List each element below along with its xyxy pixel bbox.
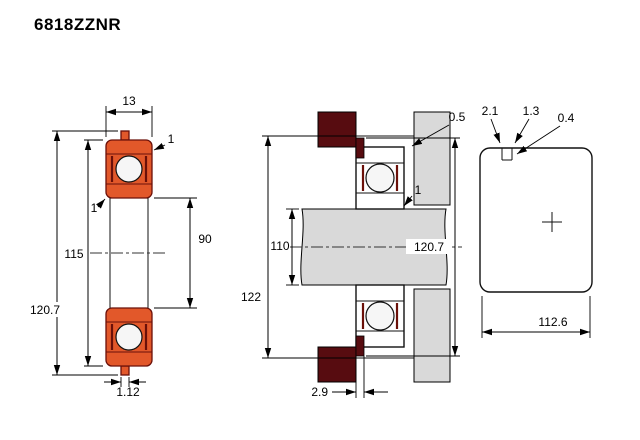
dim-detail-mid-label: 1.3	[523, 104, 540, 118]
dim-groove-diameter-label: 112.6	[538, 315, 567, 329]
dim-shoulder-group: 110	[270, 208, 299, 286]
dim-shoulder-label: 110	[270, 239, 289, 253]
dim-clearance-label: 0.5	[449, 110, 466, 124]
center-crosshair	[542, 212, 562, 232]
bearing-section-top	[355, 146, 405, 210]
dim-outer-diameter-group: 115	[64, 139, 103, 367]
dim-mount-chamfer-group: 1	[403, 183, 422, 207]
dim-chamfer-top-label: 1	[168, 132, 175, 146]
end-cap-bottom	[413, 288, 451, 383]
dim-chamfer-top-group: 1	[153, 132, 175, 151]
ball	[365, 301, 395, 331]
snap-ring-top	[355, 137, 365, 159]
snap-ring-lug-bottom	[120, 365, 130, 376]
dim-clearance-group: 0.5	[411, 110, 466, 147]
dim-mount-chamfer-label: 1	[415, 183, 422, 197]
snap-ring-bottom	[355, 335, 365, 357]
front-view: 13 1	[25, 94, 212, 399]
dim-width-group: 13	[105, 94, 153, 137]
snap-ring-lug-top	[120, 130, 130, 141]
housing-block-top	[317, 111, 357, 148]
ring-outline	[479, 147, 593, 293]
dim-lug-width-label: 1.12	[116, 385, 140, 399]
dim-bore-label: 90	[198, 232, 212, 246]
groove-detail-view: 2.1 1.3 0.4 112.6	[479, 104, 593, 338]
dim-chamfer-side-label: 1	[91, 201, 98, 215]
dim-detail-left-group: 2.1	[482, 104, 501, 144]
dim-detail-mid-group: 1.3	[514, 104, 540, 144]
dim-detail-right-group: 0.4	[516, 111, 575, 155]
dim-lug-width-group: 1.12	[104, 377, 146, 399]
dim-snap-od-group: 120.7	[25, 130, 118, 376]
dim-housing-bore-group: 122	[241, 135, 356, 359]
dim-width-label: 13	[122, 94, 136, 108]
ball	[365, 163, 395, 193]
dim-snap-od-label: 120.7	[30, 303, 60, 317]
dim-groove-width-group: 2.9	[311, 356, 388, 399]
dim-housing-bore-label: 122	[241, 290, 261, 304]
ring-section-top	[105, 130, 153, 199]
ring-section-bottom	[105, 307, 153, 376]
dim-groove-width-label: 2.9	[311, 385, 328, 399]
ball	[115, 323, 143, 351]
dim-chamfer-side-group: 1	[91, 198, 106, 215]
dim-snap-od-right-label: 120.7	[414, 240, 444, 254]
housing-block-bottom	[317, 346, 357, 383]
dim-bore-group: 90	[154, 197, 212, 309]
dim-outer-diameter-label: 115	[64, 247, 83, 261]
mounted-section-view: 122 110 120.7 1 2.9	[241, 110, 466, 399]
dim-detail-right-label: 0.4	[558, 111, 575, 125]
part-number-title: 6818ZZNR	[34, 15, 121, 34]
groove-notch	[501, 148, 513, 161]
ball	[115, 155, 143, 183]
dim-groove-diameter-group: 112.6	[481, 296, 591, 338]
dim-detail-left-label: 2.1	[482, 104, 499, 118]
dim-snap-od-right-group: 120.7	[366, 137, 460, 357]
